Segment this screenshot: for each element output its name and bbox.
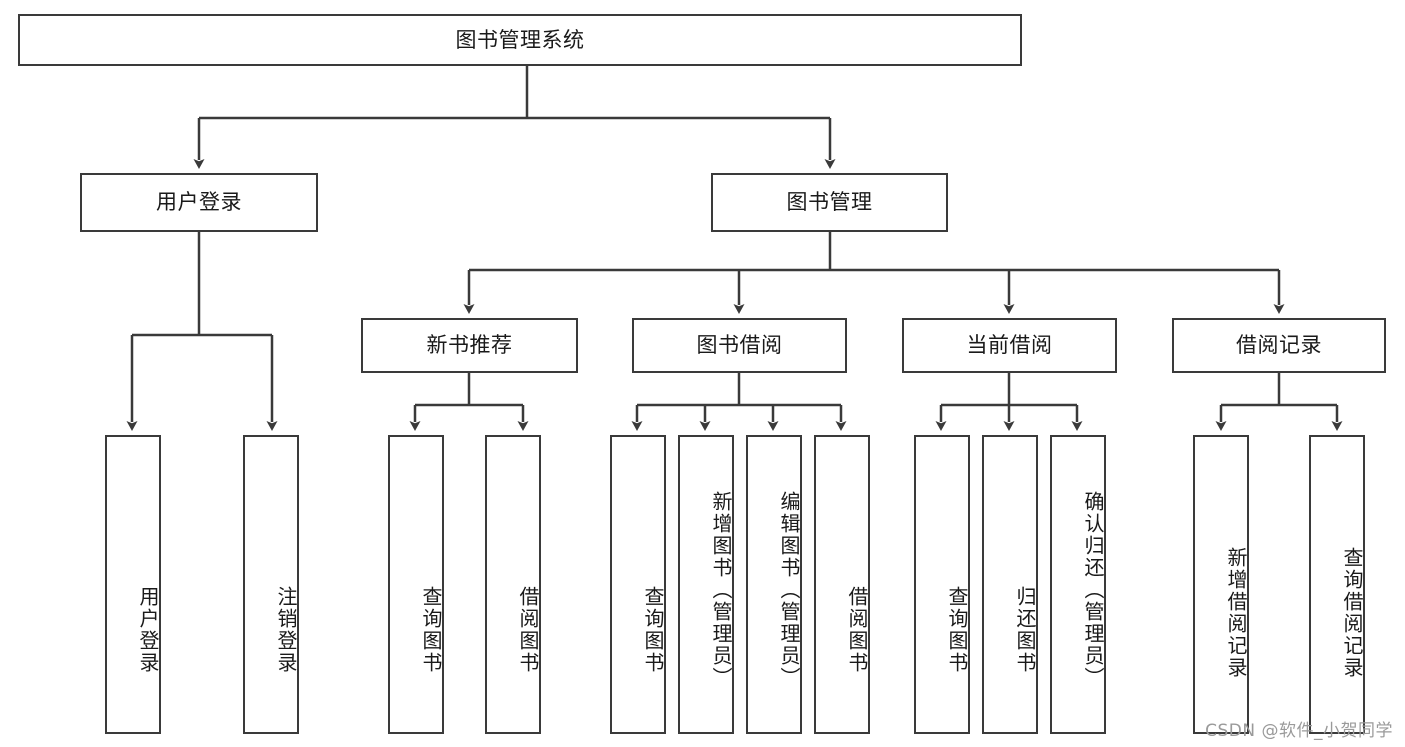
leaf-borrow-add-book-admin[interactable]: 新增图书（管理员） xyxy=(678,435,734,734)
node-new-book-recommend[interactable]: 新书推荐 xyxy=(361,318,578,373)
leaf-newbook-borrow-book[interactable]: 借阅图书 xyxy=(485,435,541,734)
node-borrow-record[interactable]: 借阅记录 xyxy=(1172,318,1386,373)
node-current-borrow[interactable]: 当前借阅 xyxy=(902,318,1117,373)
leaf-borrow-query-book[interactable]: 查询图书 xyxy=(610,435,666,734)
node-label: 借阅图书 xyxy=(845,585,869,674)
node-book-borrow[interactable]: 图书借阅 xyxy=(632,318,847,373)
node-label: 新增图书（管理员） xyxy=(709,490,733,689)
node-label: 用户登录 xyxy=(136,585,160,674)
node-label: 当前借阅 xyxy=(966,333,1053,358)
node-label: 查询借阅记录 xyxy=(1340,546,1364,679)
node-label: 图书管理 xyxy=(786,190,873,215)
node-label: 注销登录 xyxy=(274,585,298,674)
node-label: 查询图书 xyxy=(641,585,665,674)
leaf-current-confirm-return-admin[interactable]: 确认归还（管理员） xyxy=(1050,435,1106,734)
node-label: 新增借阅记录 xyxy=(1224,546,1248,679)
node-label: 图书管理系统 xyxy=(455,27,585,52)
leaf-newbook-query-book[interactable]: 查询图书 xyxy=(388,435,444,734)
node-label: 新书推荐 xyxy=(426,333,513,358)
node-label: 图书借阅 xyxy=(696,333,783,358)
node-label: 编辑图书（管理员） xyxy=(777,490,801,689)
node-label: 确认归还（管理员） xyxy=(1081,490,1105,689)
leaf-record-add-record[interactable]: 新增借阅记录 xyxy=(1193,435,1249,734)
node-label: 借阅图书 xyxy=(516,585,540,674)
node-user-login[interactable]: 用户登录 xyxy=(80,173,318,232)
node-label: 查询图书 xyxy=(945,585,969,674)
watermark-text: CSDN @软件_小贺同学 xyxy=(1205,721,1393,741)
node-label: 查询图书 xyxy=(419,585,443,674)
node-root-system[interactable]: 图书管理系统 xyxy=(18,14,1022,66)
leaf-current-query-book[interactable]: 查询图书 xyxy=(914,435,970,734)
leaf-borrow-borrow-book[interactable]: 借阅图书 xyxy=(814,435,870,734)
node-label: 用户登录 xyxy=(156,190,242,215)
node-label: 借阅记录 xyxy=(1236,333,1322,358)
leaf-user-login[interactable]: 用户登录 xyxy=(105,435,161,734)
leaf-current-return-book[interactable]: 归还图书 xyxy=(982,435,1038,734)
leaf-record-query-record[interactable]: 查询借阅记录 xyxy=(1309,435,1365,734)
leaf-logout[interactable]: 注销登录 xyxy=(243,435,299,734)
node-label: 归还图书 xyxy=(1013,585,1037,674)
leaf-borrow-edit-book-admin[interactable]: 编辑图书（管理员） xyxy=(746,435,802,734)
node-book-management[interactable]: 图书管理 xyxy=(711,173,948,232)
